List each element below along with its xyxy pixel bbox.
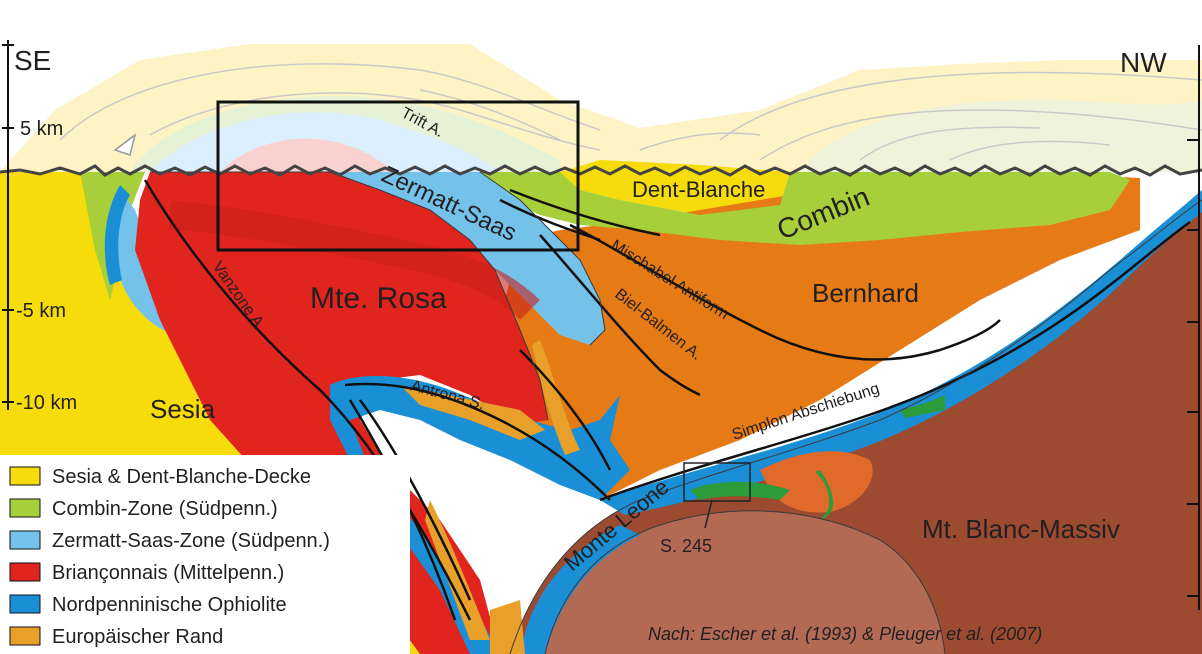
legend: Sesia & Dent-Blanche-Decke Combin-Zone (… [0, 455, 410, 654]
legend-label: Sesia & Dent-Blanche-Decke [52, 466, 311, 488]
detail-frame [216, 100, 580, 252]
orientation-nw: NW [1120, 47, 1167, 78]
legend-swatch [9, 498, 41, 518]
scale-label-5km: 5 km [20, 118, 63, 140]
unit-bernhard-shape [500, 175, 1140, 500]
unit-ophiolite-band [600, 190, 1202, 515]
legend-item: Sesia & Dent-Blanche-Decke [9, 466, 311, 488]
biel-balmen-line [539, 234, 701, 397]
unit-combin-shape [480, 172, 1130, 245]
vanzone-antiform-line [143, 179, 472, 621]
legend-label: Combin-Zone (Südpenn.) [52, 498, 278, 520]
right-scale-bar [1187, 45, 1200, 610]
label-dent-blanche: Dent-Blanche [632, 177, 765, 202]
legend-item: Briançonnais (Mittelpenn.) [9, 562, 284, 584]
label-mte-rosa: Mte. Rosa [310, 282, 447, 315]
legend-item: Combin-Zone (Südpenn.) [9, 498, 278, 520]
legend-item: Zermatt-Saas-Zone (Südpenn.) [9, 530, 330, 552]
legend-swatch [9, 530, 41, 550]
unit-antrona-ophiolite [330, 375, 630, 654]
legend-swatch [9, 562, 41, 582]
sample-frame [683, 462, 751, 502]
legend-swatch [9, 594, 41, 614]
legend-swatch [9, 466, 41, 486]
legend-label: Briançonnais (Mittelpenn.) [52, 562, 284, 584]
scale-label-minus5km: -5 km [16, 300, 66, 322]
label-bernhard: Bernhard [812, 278, 919, 308]
legend-swatch [9, 626, 41, 646]
mischabel-antiform-line [569, 223, 1001, 361]
scale-label-minus10km: -10 km [16, 392, 77, 414]
projected-units [0, 44, 1202, 172]
unit-european-margin [400, 385, 545, 440]
legend-label: Zermatt-Saas-Zone (Südpenn.) [52, 530, 330, 552]
topographic-surface [0, 164, 1202, 177]
label-sample: S. 245 [660, 536, 712, 556]
source-credit: Nach: Escher et al. (1993) & Pleuger et … [648, 624, 1042, 644]
legend-item: Europäischer Rand [9, 626, 223, 648]
legend-label: Europäischer Rand [52, 626, 223, 648]
orientation-se: SE [14, 45, 51, 76]
label-sesia: Sesia [150, 394, 216, 424]
legend-item: Nordpenninische Ophiolite [9, 594, 287, 616]
left-scale-bar [2, 40, 14, 410]
antrona-syncline-line [344, 382, 611, 501]
triangle-marker-icon [113, 133, 137, 156]
legend-label: Nordpenninische Ophiolite [52, 594, 287, 616]
label-mt-blanc: Mt. Blanc-Massiv [922, 514, 1120, 544]
